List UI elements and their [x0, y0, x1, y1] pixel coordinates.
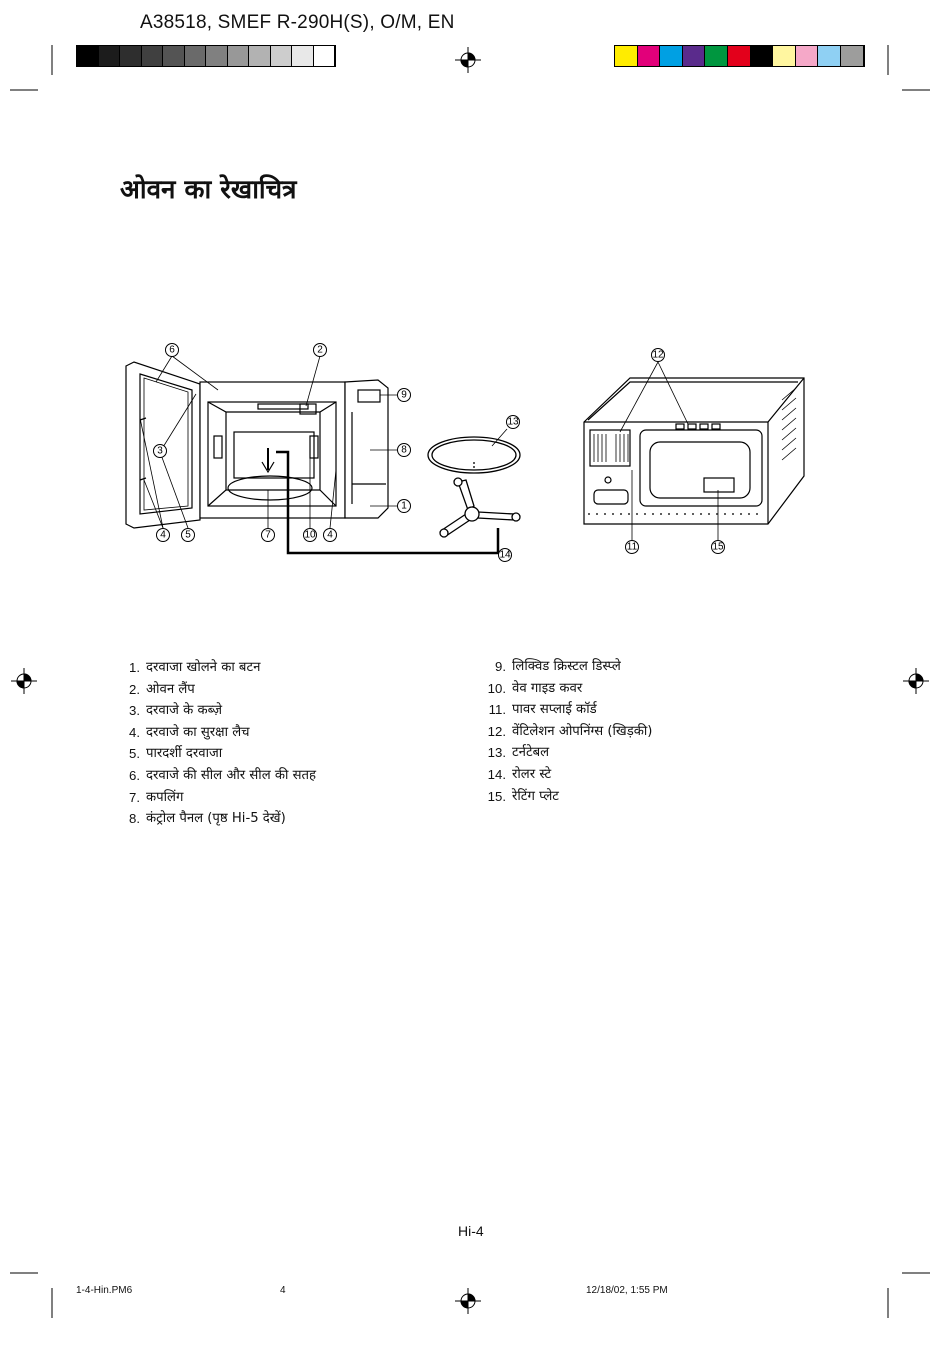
gray-swatch: [120, 46, 142, 66]
gray-swatch: [163, 46, 185, 66]
callout-13: 13: [506, 415, 520, 429]
grayscale-calibration-bar: [76, 45, 336, 67]
gray-swatch: [249, 46, 271, 66]
list-item: 14.रोलर स्टे: [487, 766, 552, 782]
svg-text:9: 9: [401, 390, 407, 401]
oven-rear-view: [583, 377, 805, 525]
oven-front-view: [125, 361, 389, 529]
callout-12: 12: [651, 348, 665, 362]
svg-text:5: 5: [185, 530, 191, 541]
callout-6: 6: [165, 343, 179, 357]
callout-4-left: 4: [156, 528, 170, 542]
svg-text:2: 2: [317, 345, 323, 356]
svg-text:14: 14: [499, 550, 511, 561]
leader-lines: [139, 355, 719, 540]
callout-14: 14: [498, 548, 512, 562]
color-swatch: [615, 46, 638, 66]
list-item: 7.कपलिंग: [129, 789, 184, 805]
list-item: 3.दरवाजे के कब्ज़े: [129, 703, 223, 719]
gray-swatch: [292, 46, 314, 66]
registration-mark-top: [455, 47, 481, 73]
color-swatch: [818, 46, 841, 66]
list-item: 1.दरवाजा खोलने का बटन: [129, 660, 261, 675]
parts-list-right: 9.लिक्विड क्रिस्टल डिस्प्ले 10.वेव गाइड …: [478, 656, 653, 807]
svg-text:15: 15: [712, 542, 724, 553]
svg-text:13: 13: [507, 417, 519, 428]
registration-mark-right: [903, 668, 929, 694]
callout-9: 9: [397, 388, 411, 402]
registration-mark-left: [11, 668, 37, 694]
list-item: 6.दरवाजे की सील और सील की सतह: [129, 767, 317, 783]
page-title: ओवन का रेखाचित्र: [120, 175, 297, 205]
color-swatch: [705, 46, 728, 66]
footer-sheet-number: 4: [280, 1285, 286, 1296]
svg-text:8: 8: [401, 445, 407, 456]
svg-text:3: 3: [157, 446, 163, 457]
gray-swatch: [184, 46, 206, 66]
gray-swatch: [206, 46, 228, 66]
list-item: 2.ओवन लैंप: [129, 681, 195, 697]
list-item: 10.वेव गाइड कवर: [487, 680, 583, 696]
list-item: 11.पावर सप्लाई कॉर्ड: [488, 702, 597, 718]
gray-swatch: [77, 46, 99, 66]
color-swatch: [637, 46, 661, 66]
callout-5: 5: [181, 528, 195, 542]
list-item: 5.पारदर्शी दरवाजा: [129, 746, 223, 762]
svg-text:7: 7: [265, 530, 271, 541]
list-item: 15.रेटिंग प्लेट: [487, 788, 559, 804]
color-swatch: [660, 46, 683, 66]
svg-text:10: 10: [304, 530, 316, 541]
registration-mark-bottom: [455, 1288, 481, 1314]
page-number: Hi-4: [458, 1223, 484, 1239]
color-swatch: [727, 46, 751, 66]
color-swatch: [795, 46, 819, 66]
callout-4-right: 4: [323, 528, 337, 542]
crop-marks: [10, 45, 930, 1318]
callout-10: 10: [303, 528, 317, 542]
callout-11: 11: [625, 540, 639, 554]
callout-2: 2: [313, 343, 327, 357]
list-item: 13.टर्नटेबल: [487, 745, 550, 761]
color-calibration-bar: [614, 45, 865, 67]
list-item: 12.वेंटिलेशन ओपनिंग्स (खिड़की): [487, 723, 653, 739]
color-swatch: [750, 46, 774, 66]
svg-text:6: 6: [169, 345, 175, 356]
turntable-illustration: [427, 436, 521, 474]
color-swatch: [682, 46, 706, 66]
svg-text:4: 4: [327, 530, 333, 541]
gray-swatch: [141, 46, 163, 66]
list-item: 8.कंट्रोल पैनल (पृष्ठ Hi-5 देखें): [129, 811, 286, 827]
svg-text:4: 4: [160, 530, 166, 541]
gray-swatch: [270, 46, 292, 66]
gray-swatch: [313, 46, 335, 66]
callout-3: 3: [153, 444, 167, 458]
svg-text:1: 1: [401, 501, 407, 512]
list-item: 4.दरवाजे का सुरक्षा लैच: [129, 724, 250, 740]
color-swatch: [773, 46, 796, 66]
callout-15: 15: [711, 540, 725, 554]
svg-text:12: 12: [652, 350, 664, 361]
gray-swatch: [227, 46, 249, 66]
callout-8: 8: [397, 443, 411, 457]
connector-line: [276, 450, 500, 555]
color-swatch: [840, 46, 864, 66]
callout-7: 7: [261, 528, 275, 542]
callout-1: 1: [397, 499, 411, 513]
footer-filename: 1-4-Hin.PM6: [76, 1285, 133, 1296]
roller-stay-illustration: [439, 477, 521, 538]
gray-swatch: [98, 46, 120, 66]
list-item: 9.लिक्विड क्रिस्टल डिस्प्ले: [495, 659, 621, 674]
svg-text:11: 11: [627, 542, 638, 553]
document-id: A38518, SMEF R-290H(S), O/M, EN: [140, 12, 455, 33]
parts-list-left: 1.दरवाजा खोलने का बटन 2.ओवन लैंप 3.दरवाज…: [118, 657, 316, 830]
footer-timestamp: 12/18/02, 1:55 PM: [586, 1285, 668, 1296]
